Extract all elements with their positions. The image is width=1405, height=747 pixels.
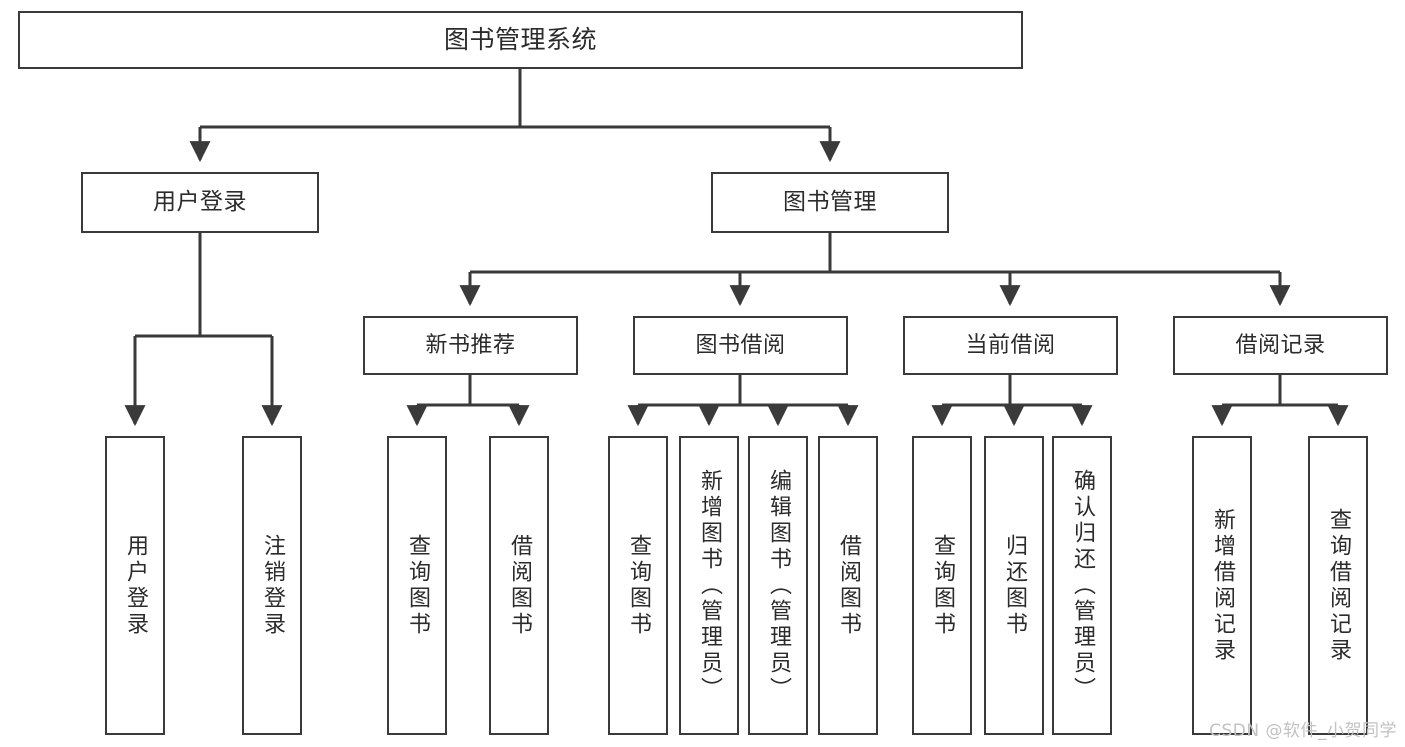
node-label: 用户登录 bbox=[122, 533, 148, 638]
node-leaf-query-book-1[interactable]: 查询图书 bbox=[387, 436, 447, 735]
node-label: 当前借阅 bbox=[965, 332, 1056, 358]
node-book-borrow[interactable]: 图书借阅 bbox=[633, 316, 848, 375]
watermark-text: CSDN @软件_小贺同学 bbox=[1209, 721, 1397, 741]
node-leaf-query-record[interactable]: 查询借阅记录 bbox=[1308, 436, 1368, 735]
node-label: 编辑图书（管理员） bbox=[765, 468, 791, 703]
node-leaf-confirm-return[interactable]: 确认归还（管理员） bbox=[1052, 436, 1112, 735]
node-leaf-add-book[interactable]: 新增图书（管理员） bbox=[679, 436, 739, 735]
node-user-login[interactable]: 用户登录 bbox=[81, 172, 319, 233]
node-leaf-edit-book[interactable]: 编辑图书（管理员） bbox=[748, 436, 808, 735]
node-label: 用户登录 bbox=[153, 188, 247, 215]
node-borrow-record[interactable]: 借阅记录 bbox=[1173, 316, 1388, 375]
node-label: 查询图书 bbox=[625, 533, 651, 638]
node-leaf-logout[interactable]: 注销登录 bbox=[242, 436, 302, 735]
node-label: 借阅记录 bbox=[1235, 332, 1326, 358]
node-leaf-user-login[interactable]: 用户登录 bbox=[105, 436, 165, 735]
node-label: 注销登录 bbox=[259, 533, 285, 638]
node-book-management[interactable]: 图书管理 bbox=[711, 172, 949, 233]
node-label: 归还图书 bbox=[1001, 533, 1027, 638]
node-label: 查询图书 bbox=[404, 533, 430, 638]
node-leaf-borrow-book-2[interactable]: 借阅图书 bbox=[818, 436, 878, 735]
node-leaf-add-record[interactable]: 新增借阅记录 bbox=[1192, 436, 1252, 735]
node-root-system[interactable]: 图书管理系统 bbox=[18, 11, 1023, 69]
node-label: 查询图书 bbox=[929, 533, 955, 638]
node-label: 图书管理 bbox=[783, 188, 877, 215]
node-label: 借阅图书 bbox=[835, 533, 861, 638]
node-label: 图书管理系统 bbox=[443, 25, 597, 55]
node-new-recommend[interactable]: 新书推荐 bbox=[363, 316, 578, 375]
node-leaf-borrow-book-1[interactable]: 借阅图书 bbox=[489, 436, 549, 735]
node-label: 确认归还（管理员） bbox=[1069, 468, 1095, 703]
node-leaf-query-book-3[interactable]: 查询图书 bbox=[912, 436, 972, 735]
node-leaf-query-book-2[interactable]: 查询图书 bbox=[608, 436, 668, 735]
node-current-borrow[interactable]: 当前借阅 bbox=[903, 316, 1118, 375]
node-leaf-return-book[interactable]: 归还图书 bbox=[984, 436, 1044, 735]
node-label: 图书借阅 bbox=[695, 332, 786, 358]
node-label: 新增借阅记录 bbox=[1209, 507, 1235, 664]
node-label: 新书推荐 bbox=[425, 332, 516, 358]
node-label: 查询借阅记录 bbox=[1325, 507, 1351, 664]
node-label: 新增图书（管理员） bbox=[696, 468, 722, 703]
node-label: 借阅图书 bbox=[506, 533, 532, 638]
